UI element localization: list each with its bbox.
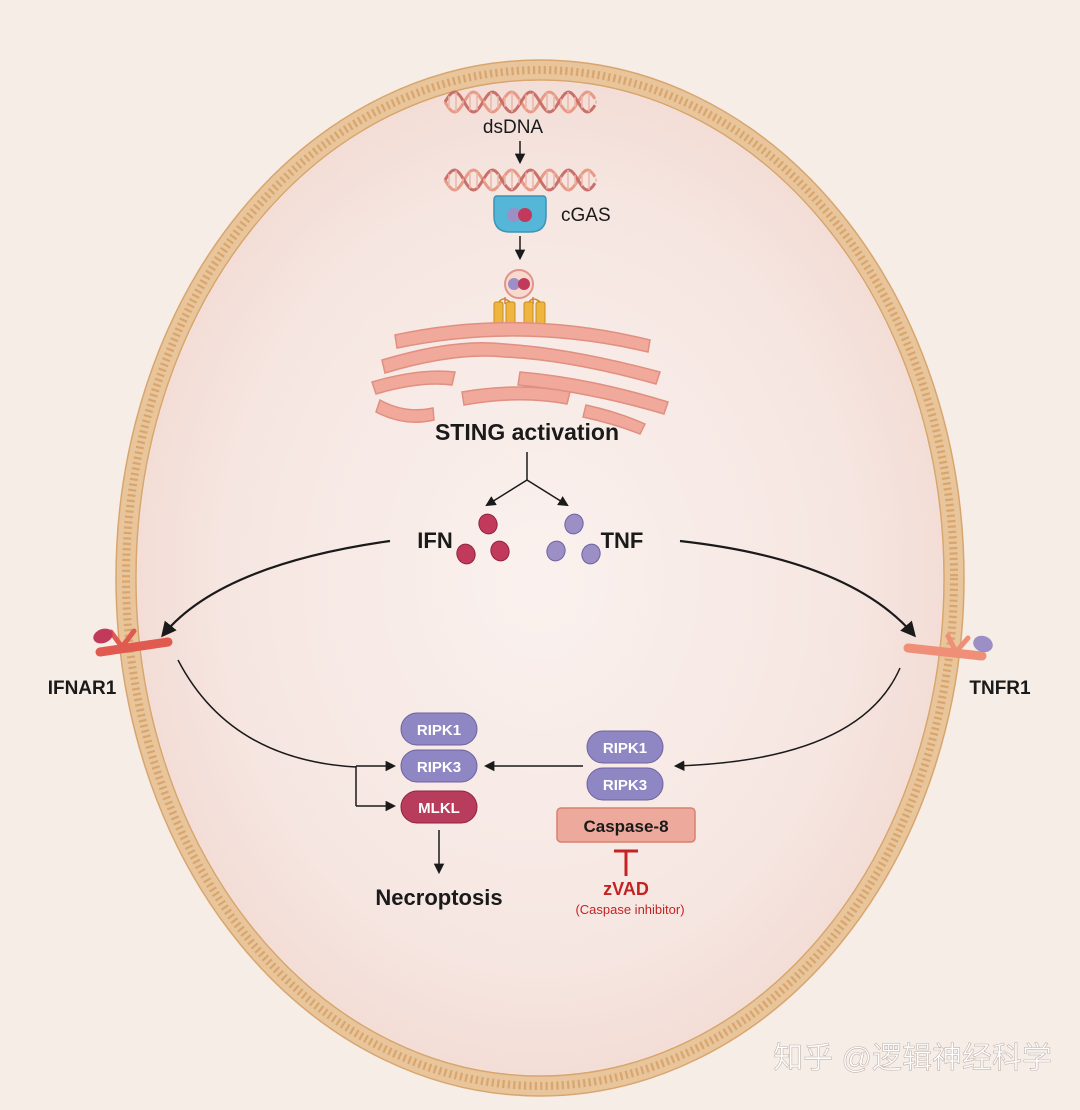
- left-ripk1-pill: RIPK1: [400, 712, 478, 746]
- right-ripk1-label: RIPK1: [603, 740, 647, 757]
- left-ripk1-label: RIPK1: [417, 722, 461, 739]
- ifnar1-receptor-icon: [93, 628, 173, 657]
- left-bracket-arrows: [355, 760, 397, 812]
- zvad-label: zVAD: [603, 879, 649, 899]
- dsdna-label: dsDNA: [483, 117, 544, 138]
- inhibition-bar-icon: [614, 849, 638, 876]
- caspase8-box: Caspase-8: [556, 807, 696, 843]
- mlkl-label: MLKL: [418, 800, 460, 817]
- left-ripk3-label: RIPK3: [417, 759, 461, 776]
- right-ripk3-label: RIPK3: [603, 777, 647, 794]
- caspase8-label: Caspase-8: [583, 817, 668, 836]
- sting-branch-arrows: [485, 452, 569, 507]
- watermark: 知乎 @逻辑神经科学: [773, 1042, 1052, 1075]
- tnf-molecules-icon: [546, 513, 601, 565]
- right-ripk3-pill: RIPK3: [586, 767, 664, 801]
- sting-receptor-icon: [493, 269, 546, 325]
- dsdna-bound-helix-icon: [443, 168, 597, 192]
- left-ripk3-pill: RIPK3: [400, 749, 478, 783]
- tnfr1-receptor-icon: [903, 633, 993, 661]
- dsdna-helix-icon: [443, 90, 597, 114]
- ifnar1-to-complex-arrow: [177, 659, 357, 768]
- right-ripk1-pill: RIPK1: [586, 730, 664, 764]
- ifnar1-label: IFNAR1: [48, 678, 117, 699]
- tnfr1-label: TNFR1: [969, 678, 1031, 699]
- mlkl-pill: MLKL: [400, 790, 478, 824]
- tnfr1-to-complex-arrow: [673, 667, 901, 771]
- tnf-to-tnfr1-arrow: [679, 539, 917, 638]
- cgas-label: cGAS: [561, 205, 611, 226]
- tnf-label: TNF: [601, 528, 644, 553]
- ifn-label: IFN: [417, 528, 452, 553]
- necroptosis-label: Necroptosis: [375, 885, 502, 910]
- cgas-enzyme-icon: [493, 195, 547, 233]
- golgi-er-icon: [371, 321, 669, 435]
- ifn-molecules-icon: [456, 513, 510, 565]
- cell-membrane: [115, 59, 965, 1097]
- ifn-to-ifnar1-arrow: [161, 539, 391, 638]
- zvad-note-label: (Caspase inhibitor): [575, 902, 684, 917]
- sting-activation-label: STING activation: [435, 419, 619, 445]
